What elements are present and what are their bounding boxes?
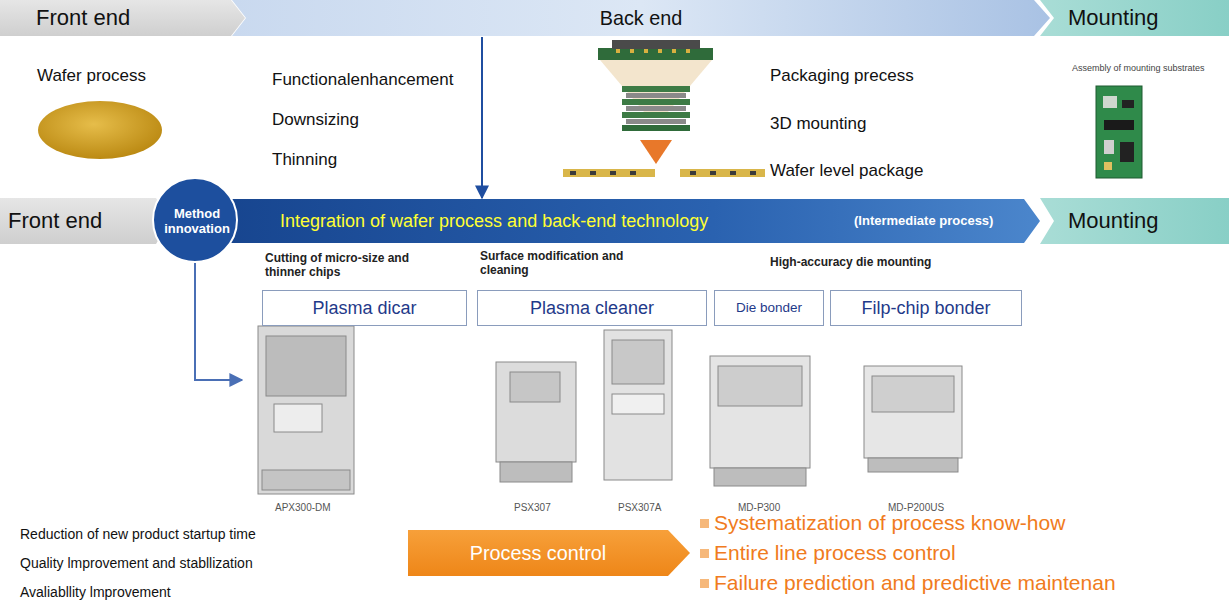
node-label: Filp-chip bonder [830,298,1022,319]
text-label: High-accuracy die mounting [770,256,931,270]
text-label: APX300-DM [275,502,331,514]
shape-fill [1040,198,1229,244]
node-label: Plasma dicar [262,298,467,319]
bullet-squares [700,519,709,588]
text-label: Wafer level package [770,161,923,181]
equipment-box: Filp-chip bonder [830,290,1022,326]
text-label: PSX307A [618,502,661,514]
text-label: Downsizing [272,110,359,130]
text-label: Wafer process [37,66,146,86]
stage-arrow: Front end [0,0,245,36]
node-label: Integration of wafer process and back-en… [280,211,708,232]
stage-arrow: Mounting [1040,0,1229,36]
node-label: Die bonder [714,300,824,316]
text-label: Avaliabllity lmprovement [20,584,171,600]
shape-fill [408,530,690,576]
node-label: Method innovation [158,207,236,237]
node-label: (Intermediate process) [854,214,993,229]
stage-arrow: Back end [232,0,1050,36]
pointer-arrow [195,262,242,380]
text-label: Packaging precess [770,66,914,86]
shape-fill [0,0,245,36]
text-label: Functionalenhancement [272,70,453,90]
equipment-box: Die bonder [714,290,824,326]
connector-arrow [481,37,483,198]
text-label: Systematization of process know-how [714,511,1065,535]
shape-fill [222,199,1040,243]
box-heading: Surface modification and cleaning [480,250,625,278]
node-label: Back end [232,7,1050,30]
text-label: Failure prediction and predictive mainte… [714,571,1116,595]
box-heading: Cutting of micro-size and thinner chips [265,252,415,280]
text-label: Assembly of mounting substrates [1072,63,1205,73]
text-label: Quality lmprovement and stabllization [20,555,253,571]
process-control-arrow: Process control [408,530,690,576]
stage-arrow: Front end [0,198,170,244]
node-label: Plasma cleaner [477,298,707,319]
equipment-box: Surface modification and cleaningPlasma … [477,250,707,326]
process-band: Integration of wafer process and back-en… [222,199,1040,243]
text-label: PSX307 [514,502,551,514]
package-illustration [563,40,765,177]
shape-fill [0,198,170,244]
shape-fill [1040,0,1229,36]
text-label: Entire line process control [714,541,956,565]
node-label: Mounting [1068,5,1159,30]
text-label: 3D mounting [770,114,866,134]
shape-fill [232,0,1050,36]
equipment-box: Cutting of micro-size and thinner chipsP… [262,250,467,326]
node-label: Front end [8,208,102,233]
node-label: Front end [36,5,130,30]
text-label: Thinning [272,150,337,170]
wafer-disc [38,101,162,159]
machine-images [258,326,962,494]
text-label: Reduction of new product startup time [20,526,256,542]
method-circle: Method innovation [152,177,238,263]
node-label: Mounting [1068,208,1159,233]
node-label: Process control [408,542,668,565]
stage-arrow: Mounting [1040,198,1229,244]
circuit-board [1096,86,1142,178]
